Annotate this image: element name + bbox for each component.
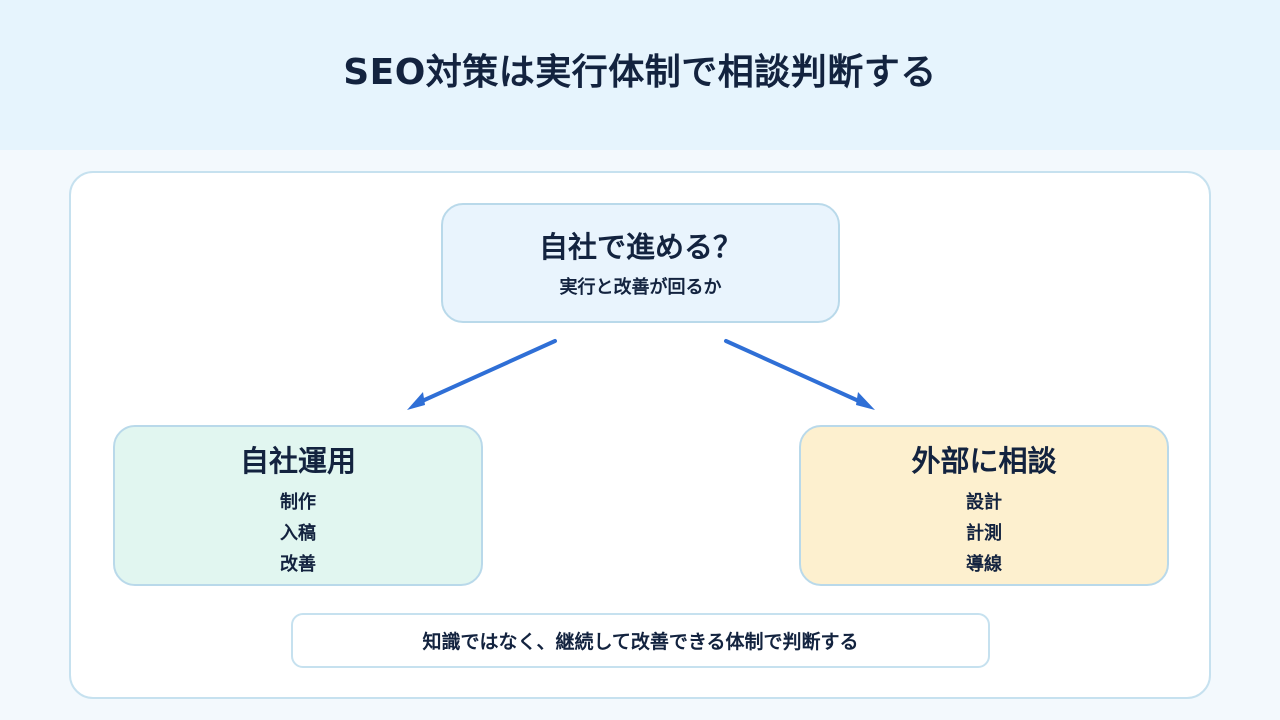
option-external-title: 外部に相談 — [911, 444, 1057, 478]
header-band: SEO対策は実行体制で相談判断する — [0, 0, 1280, 150]
footer-note: 知識ではなく、継続して改善できる体制で判断する — [291, 613, 990, 668]
list-item: 制作 — [280, 492, 316, 513]
decision-title: 自社で進める？ — [538, 230, 742, 264]
option-in-house: 自社運用 制作 入稿 改善 — [113, 425, 483, 586]
option-in-house-items: 制作 入稿 改善 — [280, 487, 316, 580]
list-item: 入稿 — [280, 523, 316, 544]
option-in-house-title: 自社運用 — [239, 444, 356, 478]
decision-box: 自社で進める？ 実行と改善が回るか — [441, 203, 840, 323]
list-item: 改善 — [280, 554, 316, 575]
decision-subtitle: 実行と改善が回るか — [559, 277, 722, 298]
option-external-items: 設計 計測 導線 — [966, 487, 1002, 580]
page-title: SEO対策は実行体制で相談判断する — [343, 52, 937, 93]
list-item: 導線 — [966, 554, 1002, 575]
option-external: 外部に相談 設計 計測 導線 — [799, 425, 1169, 586]
footer-note-text: 知識ではなく、継続して改善できる体制で判断する — [422, 631, 859, 653]
list-item: 計測 — [966, 523, 1002, 544]
list-item: 設計 — [966, 492, 1002, 513]
